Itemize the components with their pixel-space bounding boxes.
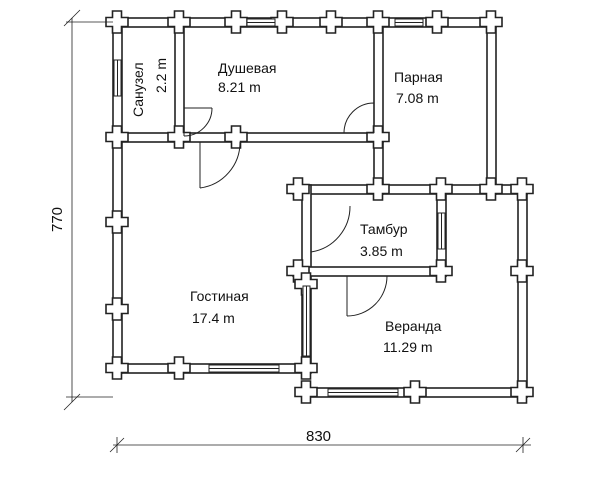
log-end-cross xyxy=(429,259,453,283)
log-crosses xyxy=(105,10,534,404)
wall-tambur-bottom xyxy=(292,266,447,277)
wall-mid-horizontal xyxy=(112,132,384,143)
log-end-cross xyxy=(294,380,318,404)
log-end-cross xyxy=(270,10,294,34)
dim-label-height: 770 xyxy=(49,207,66,232)
log-end-cross xyxy=(286,177,310,201)
log-end-cross xyxy=(479,177,503,201)
windows xyxy=(113,18,446,397)
door-sanuzel xyxy=(183,107,213,137)
log-end-cross xyxy=(105,297,129,321)
room-name-sanuzel: Санузел xyxy=(130,62,146,117)
log-end-cross xyxy=(425,10,449,34)
doors xyxy=(183,102,388,317)
room-area-veranda: 11.29 m xyxy=(383,339,433,355)
room-name-parnaya: Парная xyxy=(394,69,443,85)
room-area-tambur: 3.85 m xyxy=(360,243,403,259)
log-end-cross xyxy=(479,10,503,34)
log-end-cross xyxy=(105,125,129,149)
room-area-sanuzel: 2.2 m xyxy=(153,58,169,93)
door-tambur xyxy=(310,205,351,253)
wall-right-upper xyxy=(486,17,497,195)
door-shower xyxy=(343,102,375,134)
room-name-dushevaya: Душевая xyxy=(218,60,276,76)
room-area-gostinaya: 17.4 m xyxy=(192,310,235,326)
room-labels: Санузел 2.2 m Душевая 8.21 m Парная 7.08… xyxy=(130,58,443,355)
log-end-cross xyxy=(167,10,191,34)
room-name-gostinaya: Гостиная xyxy=(190,288,249,304)
door-veranda xyxy=(346,275,388,317)
log-end-cross xyxy=(319,10,343,34)
log-end-cross xyxy=(224,125,248,149)
log-end-cross xyxy=(105,10,129,34)
log-end-cross xyxy=(105,356,129,380)
log-end-cross xyxy=(510,259,534,283)
dimension-lines: 770 830 xyxy=(49,9,531,453)
door-living xyxy=(199,141,241,189)
room-area-parnaya: 7.08 m xyxy=(396,90,439,106)
room-name-tambur: Тамбур xyxy=(360,221,408,237)
log-end-cross xyxy=(167,356,191,380)
log-end-cross xyxy=(510,177,534,201)
room-area-dushevaya: 8.21 m xyxy=(218,79,261,95)
log-end-cross xyxy=(510,380,534,404)
log-end-cross xyxy=(167,125,191,149)
log-end-cross xyxy=(429,177,453,201)
room-name-veranda: Веранда xyxy=(385,318,442,334)
wall-sanuzel-shower xyxy=(174,17,185,143)
log-end-cross xyxy=(366,177,390,201)
walls xyxy=(112,17,528,398)
log-end-cross xyxy=(366,10,390,34)
log-end-cross xyxy=(105,210,129,234)
log-end-cross xyxy=(403,380,427,404)
wall-shower-steam xyxy=(373,17,384,195)
log-end-cross xyxy=(366,125,390,149)
log-end-cross xyxy=(294,356,318,380)
dim-label-width: 830 xyxy=(306,428,331,445)
wall-veranda-right xyxy=(517,184,528,398)
log-end-cross xyxy=(224,10,248,34)
